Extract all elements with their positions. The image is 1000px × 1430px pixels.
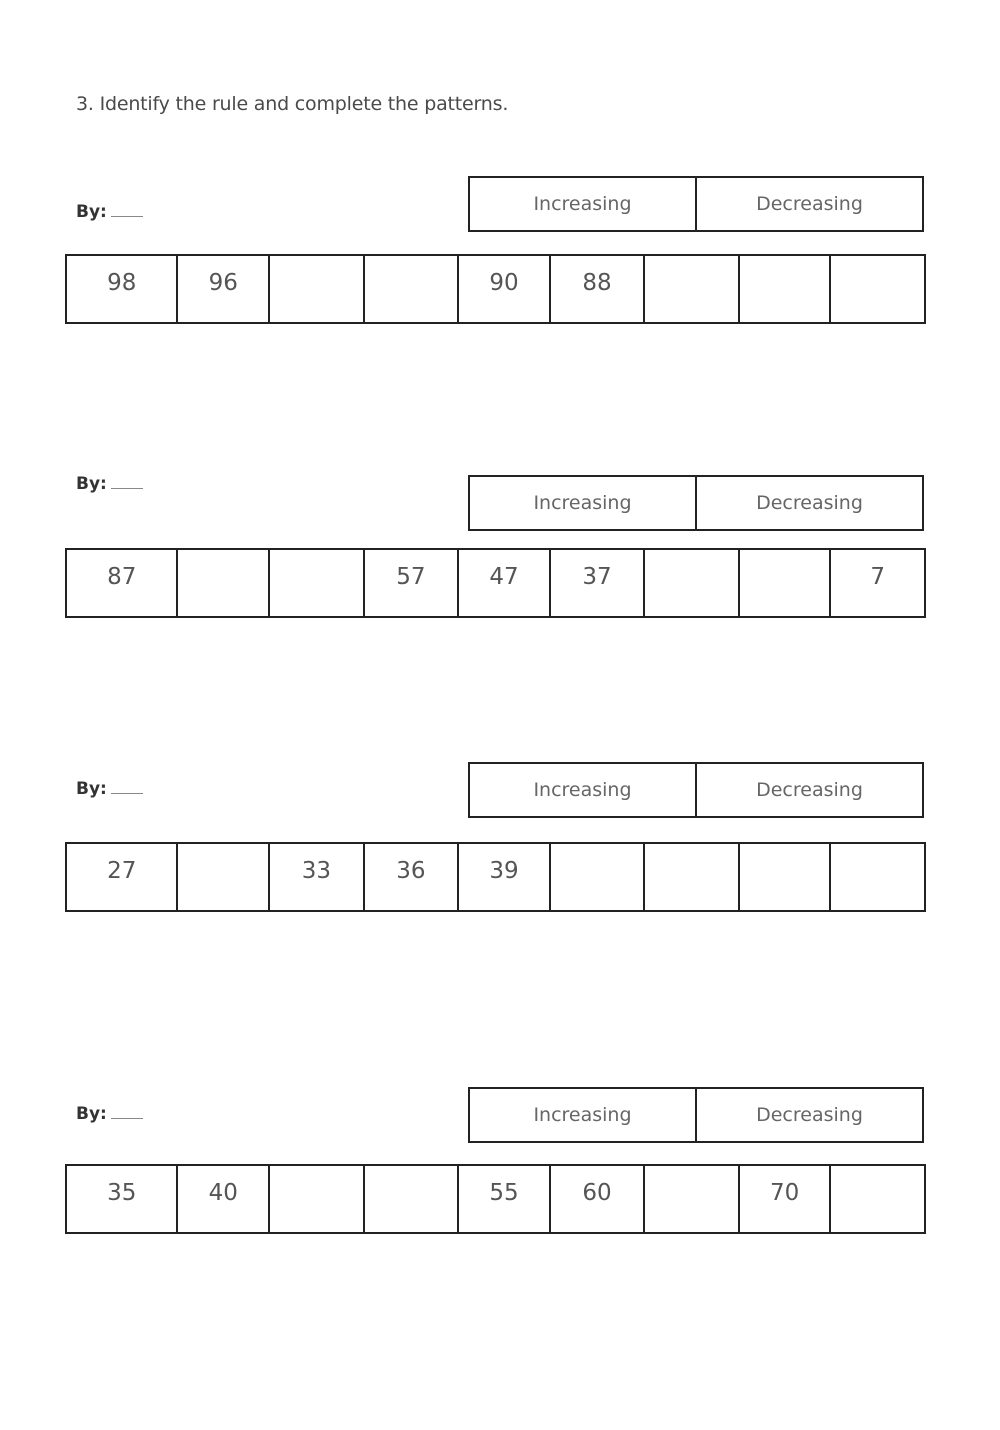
pattern-cell-blank[interactable] [829, 256, 924, 322]
pattern-cell-given: 39 [457, 844, 549, 910]
pattern-cell-blank[interactable] [268, 1166, 363, 1232]
option-increasing[interactable]: Increasing [533, 1104, 632, 1126]
pattern-cell-given: 90 [457, 256, 549, 322]
answer-input[interactable] [277, 270, 356, 298]
pattern-cell-given: 35 [107, 1180, 137, 1206]
answer-input[interactable] [746, 270, 823, 298]
option-decreasing[interactable]: Decreasing [695, 178, 922, 230]
pattern-cell-blank[interactable] [643, 256, 738, 322]
answer-input[interactable] [652, 270, 731, 298]
by-label-text: By: [76, 202, 107, 222]
pattern-cell-given: 87 [107, 564, 137, 590]
pattern-cell-blank[interactable] [643, 550, 738, 616]
option-increasing[interactable]: Increasing [533, 193, 632, 215]
pattern-cell-given: 36 [362, 844, 458, 910]
answer-input[interactable] [185, 858, 262, 886]
pattern-cell-given: 98 [107, 270, 137, 296]
pattern-cell-given: 47 [457, 550, 549, 616]
by-rule-label: By: [76, 202, 143, 222]
by-label-text: By: [76, 474, 107, 494]
answer-input[interactable] [371, 1180, 450, 1208]
pattern-cell-given: 96 [176, 256, 268, 322]
pattern-cell-blank[interactable] [829, 844, 924, 910]
option-decreasing[interactable]: Decreasing [695, 764, 922, 816]
pattern-cell-blank[interactable] [829, 1166, 924, 1232]
pattern-cell-blank[interactable] [643, 844, 738, 910]
answer-input[interactable] [838, 858, 917, 886]
answer-input[interactable] [185, 564, 262, 592]
pattern-cell-blank[interactable] [737, 550, 830, 616]
pattern-cell-given: 57 [362, 550, 458, 616]
answer-input[interactable] [652, 564, 731, 592]
answer-input[interactable] [746, 564, 823, 592]
option-decreasing[interactable]: Decreasing [695, 1089, 922, 1141]
pattern-cell-blank[interactable] [737, 844, 830, 910]
pattern-cell-blank[interactable] [176, 844, 268, 910]
answer-input[interactable] [838, 1180, 917, 1208]
pattern-cell-blank[interactable] [548, 844, 644, 910]
pattern-cell-blank[interactable] [268, 550, 363, 616]
answer-input[interactable] [746, 858, 823, 886]
option-decreasing[interactable]: Decreasing [695, 477, 922, 529]
pattern-cell-given: 37 [548, 550, 644, 616]
answer-input[interactable] [652, 858, 731, 886]
pattern-cell-given: 33 [268, 844, 363, 910]
answer-input[interactable] [558, 858, 637, 886]
option-increasing[interactable]: Increasing [533, 492, 632, 514]
pattern-cell-given: 55 [457, 1166, 549, 1232]
by-rule-label: By: [76, 779, 143, 799]
pattern-cell-blank[interactable] [362, 1166, 458, 1232]
pattern-cell-given: 7 [829, 550, 924, 616]
rule-blank[interactable] [110, 792, 143, 794]
pattern-cell-given: 40 [176, 1166, 268, 1232]
answer-input[interactable] [277, 564, 356, 592]
direction-choice: Increasing Decreasing [468, 176, 924, 232]
by-label-text: By: [76, 1104, 107, 1124]
instruction-title: 3. Identify the rule and complete the pa… [76, 93, 509, 115]
answer-input[interactable] [277, 1180, 356, 1208]
by-label-text: By: [76, 779, 107, 799]
option-increasing[interactable]: Increasing [533, 779, 632, 801]
direction-choice: Increasing Decreasing [468, 762, 924, 818]
by-rule-label: By: [76, 1104, 143, 1124]
rule-blank[interactable] [110, 487, 143, 489]
pattern-cell-blank[interactable] [737, 256, 830, 322]
by-rule-label: By: [76, 474, 143, 494]
pattern-cell-given: 60 [548, 1166, 644, 1232]
pattern-cell-given: 70 [737, 1166, 830, 1232]
rule-blank[interactable] [110, 1117, 143, 1119]
pattern-cell-given: 88 [548, 256, 644, 322]
rule-blank[interactable] [110, 215, 143, 217]
direction-choice: Increasing Decreasing [468, 475, 924, 531]
answer-input[interactable] [652, 1180, 731, 1208]
pattern-cell-blank[interactable] [362, 256, 458, 322]
pattern-cell-blank[interactable] [268, 256, 363, 322]
pattern-cell-blank[interactable] [643, 1166, 738, 1232]
pattern-cell-blank[interactable] [176, 550, 268, 616]
answer-input[interactable] [371, 270, 450, 298]
answer-input[interactable] [838, 270, 917, 298]
pattern-cell-given: 27 [107, 858, 137, 884]
direction-choice: Increasing Decreasing [468, 1087, 924, 1143]
